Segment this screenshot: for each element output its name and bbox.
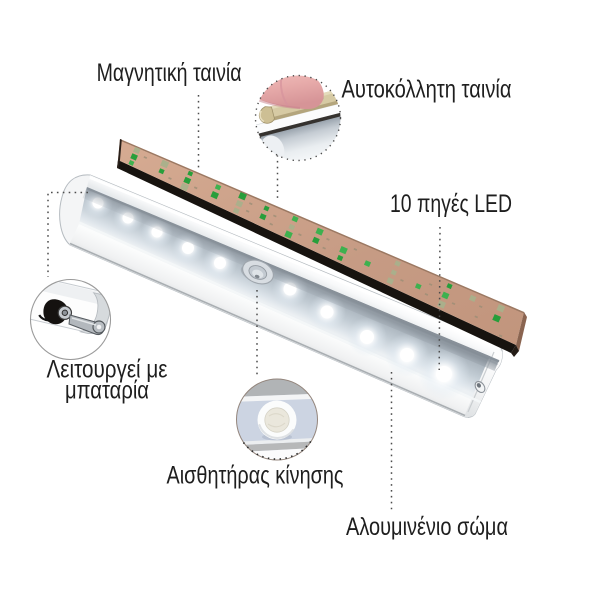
svg-text:10 πηγές LED: 10 πηγές LED (390, 190, 512, 218)
svg-text:μπαταρία: μπαταρία (65, 377, 149, 405)
svg-text:Μαγνητική ταινία: Μαγνητική ταινία (97, 59, 242, 87)
svg-text:Αλουμινένιο σώμα: Αλουμινένιο σώμα (346, 513, 508, 541)
svg-text:Αυτοκόλλητη ταινία: Αυτοκόλλητη ταινία (342, 76, 512, 104)
svg-text:Λειτουργεί με: Λειτουργεί με (47, 356, 168, 384)
svg-text:Αισθητήρας κίνησης: Αισθητήρας κίνησης (167, 462, 344, 490)
